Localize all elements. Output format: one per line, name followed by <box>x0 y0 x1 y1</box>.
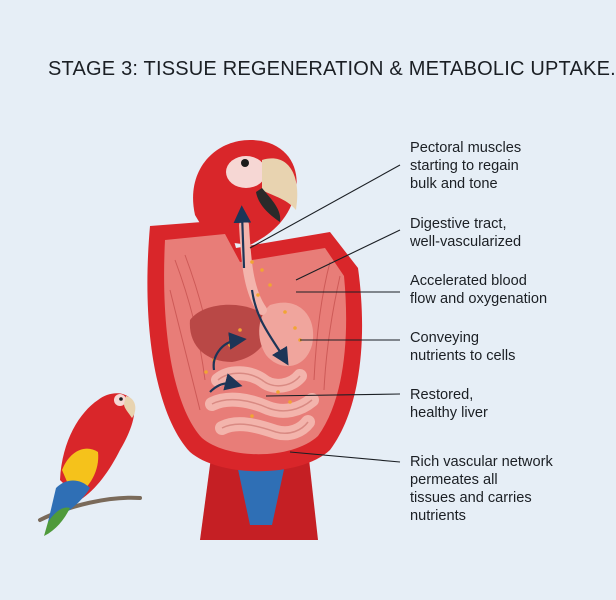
lower-loop-arrow <box>209 373 243 393</box>
circulation-arrows <box>209 205 289 393</box>
face-patch <box>226 156 266 188</box>
label-digestive-tract: Digestive tract, well-vascularized <box>410 216 522 250</box>
parrot-anatomy-illustration <box>38 140 401 540</box>
label-blood-flow: Accelerated blood flow and oxygenation <box>410 273 548 307</box>
parrot-lower-beak <box>256 188 281 222</box>
label-conveying-nutrients: Conveying nutrients to cells <box>410 330 516 364</box>
parrot-eye <box>241 159 249 167</box>
upward-flow-arrow <box>233 205 252 269</box>
tail-blue-feathers <box>236 460 286 525</box>
downward-flow-arrow <box>250 289 289 366</box>
leader-line-digestive <box>295 229 401 281</box>
large-parrot <box>147 140 363 540</box>
small-parrot-beak <box>124 396 136 418</box>
label-healthy-liver: Restored, healthy liver <box>410 387 488 421</box>
parrot-beak <box>262 158 298 210</box>
label-vascular-network: Rich vascular network permeates all tiss… <box>410 454 553 524</box>
liver-loop-arrow <box>212 332 247 371</box>
page-title: STAGE 3: TISSUE REGENERATION & METABOLIC… <box>48 58 616 80</box>
small-parrot-green-tail <box>44 507 70 536</box>
leader-lines <box>249 164 401 463</box>
esophagus <box>239 220 267 315</box>
small-parrot-eye <box>119 397 123 401</box>
leader-line-vascular <box>289 451 401 463</box>
leader-line-liver <box>265 393 401 397</box>
leader-line-pectoral <box>249 164 401 249</box>
small-parrot <box>38 393 142 536</box>
label-pectoral-muscles: Pectoral muscles starting to regain bulk… <box>410 140 522 192</box>
